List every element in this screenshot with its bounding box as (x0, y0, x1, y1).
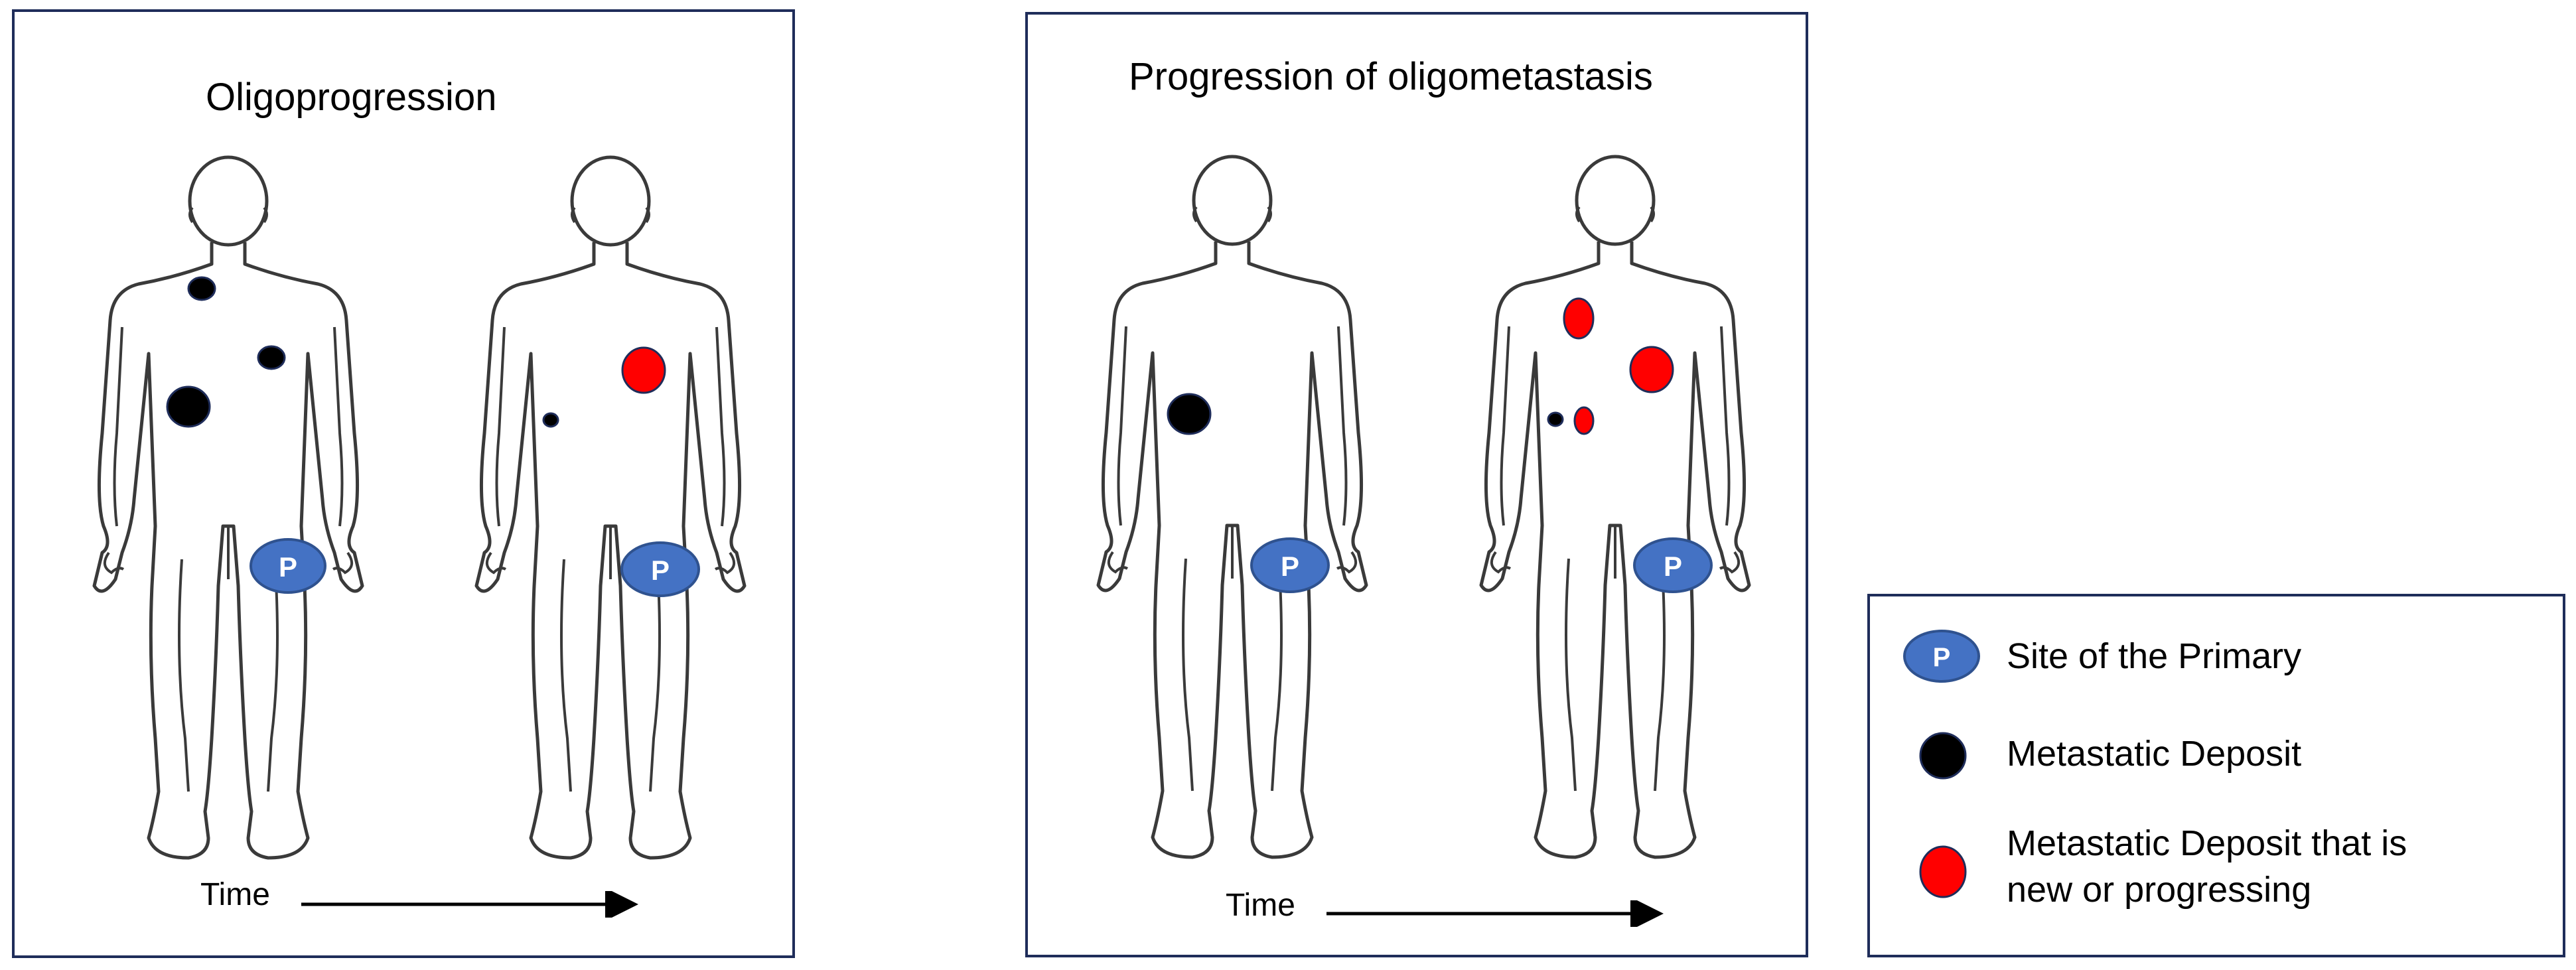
body-figure-before: P (1080, 154, 1385, 870)
primary-marker-label: P (279, 551, 297, 583)
legend: P Site of the Primary Metastatic Deposit… (1867, 594, 2565, 957)
metastatic-deposit (187, 276, 216, 301)
panel-progression-of-oligometastasis: Progression of oligometastasis P P Time (1025, 12, 1808, 957)
panel-oligoprogression: Oligoprogression P P Time (12, 9, 795, 958)
primary-marker-label: P (651, 555, 670, 586)
legend-item-new-progressing: Metastatic Deposit that is new or progre… (1870, 815, 2563, 935)
primary-site-marker: P (620, 541, 700, 597)
panel-title: Progression of oligometastasis (1129, 55, 1653, 98)
primary-site-marker: P (1633, 537, 1713, 593)
legend-label-line2: new or progressing (2007, 870, 2312, 910)
primary-marker-label: P (1933, 643, 1951, 672)
new-progressing-deposit (1573, 406, 1595, 435)
body-figure-after: P (458, 155, 763, 871)
primary-site-icon: P (1903, 630, 1980, 683)
metastatic-deposit-icon (1919, 732, 1967, 780)
legend-label: Metastatic Deposit (2007, 734, 2302, 774)
legend-item-primary: P Site of the Primary (1870, 615, 2563, 695)
metastatic-deposit (1547, 411, 1564, 427)
primary-site-marker: P (1250, 537, 1330, 593)
primary-site-marker: P (250, 538, 326, 594)
metastatic-deposit (166, 385, 211, 428)
body-figure-after: P (1463, 154, 1768, 870)
primary-marker-label: P (1664, 551, 1682, 582)
metastatic-deposit (1167, 393, 1212, 435)
metastatic-deposit (542, 412, 559, 428)
new-progressing-deposit (621, 346, 666, 394)
legend-item-metastatic: Metastatic Deposit (1870, 719, 2563, 799)
new-progressing-deposit (1629, 346, 1674, 393)
time-arrow (301, 891, 638, 918)
primary-marker-label: P (1281, 551, 1299, 582)
body-figure-before: P (76, 155, 381, 871)
legend-label-line1: Metastatic Deposit that is (2007, 823, 2407, 863)
new-progressing-deposit-icon (1919, 845, 1967, 898)
panel-title: Oligoprogression (206, 76, 497, 119)
metastatic-deposit (257, 345, 286, 370)
time-label: Time (200, 877, 270, 912)
legend-label: Site of the Primary (2007, 636, 2302, 676)
new-progressing-deposit (1563, 297, 1595, 340)
time-label: Time (1226, 888, 1295, 923)
time-arrow (1326, 900, 1664, 927)
